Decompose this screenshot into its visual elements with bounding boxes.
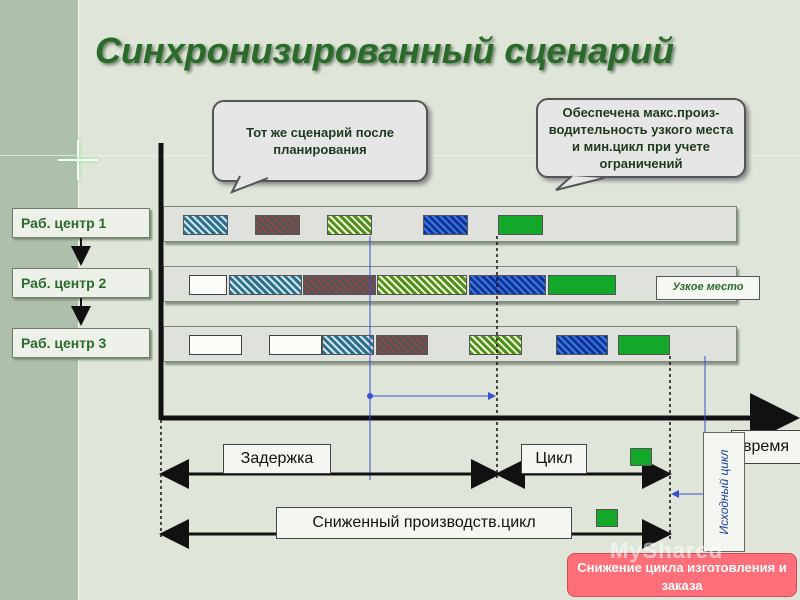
idle-block [189,275,227,295]
original-cycle-label: Исходный цикл [717,449,731,535]
task-block [229,275,302,295]
work-center-2-label: Раб. центр 2 [12,268,150,298]
green-marker [596,509,618,527]
task-block [377,275,467,295]
green-marker [630,448,652,466]
callout-left: Тот же сценарий после планирования [212,100,428,182]
sparkle-icon [58,140,98,180]
work-center-3-label: Раб. центр 3 [12,328,150,358]
background-left-panel [0,0,78,600]
decor-vertical-line [78,0,79,600]
task-block [327,215,372,235]
task-block [376,335,428,355]
blue-guide-dot [367,393,373,399]
task-block [498,215,543,235]
task-block [322,335,374,355]
original-cycle-label-box: Исходный цикл [703,432,745,552]
task-block [469,275,546,295]
work-center-1-label: Раб. центр 1 [12,208,150,238]
callout-right-tail [555,175,605,191]
idle-block [269,335,322,355]
bottleneck-label: Узкое место [656,276,760,300]
task-block [556,335,608,355]
callout-left-tail [229,175,269,194]
task-block [618,335,670,355]
watermark: MyShared [610,538,724,563]
task-block [303,275,376,295]
reduced-cycle-label: Сниженный производств.цикл [276,507,572,539]
task-block [469,335,522,355]
idle-block [189,335,242,355]
task-block [423,215,468,235]
reduction-label: Снижение цикла изготовления и заказа [567,553,797,597]
delay-label: Задержка [223,444,331,474]
cycle-label: Цикл [521,444,587,474]
task-block [183,215,228,235]
task-block [255,215,300,235]
task-block [548,275,616,295]
callout-right: Обеспечена макс.произ-водительность узко… [536,98,746,178]
slide-title: Синхронизированный сценарий [95,30,674,71]
